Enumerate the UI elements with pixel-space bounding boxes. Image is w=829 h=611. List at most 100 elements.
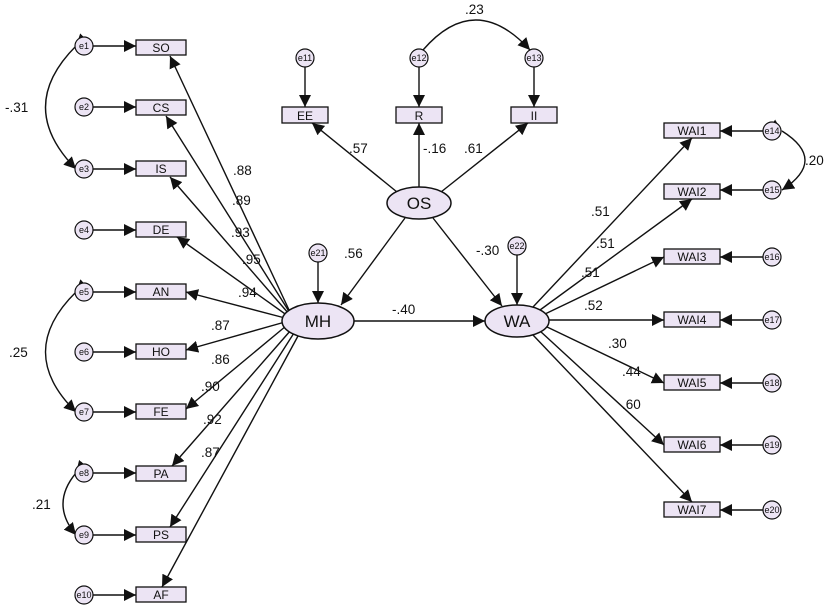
error-e14-label: e14	[764, 126, 779, 136]
error-e11: e11	[295, 48, 315, 68]
error-e4-label: e4	[79, 225, 89, 235]
indicator-wai1: WAI1	[663, 122, 721, 139]
covariance-arc-e12-e13	[410, 19, 531, 63]
path-arrow-os-mh	[340, 217, 406, 306]
error-e19: e19	[762, 435, 782, 455]
error-e8-label: e8	[79, 468, 89, 478]
latent-os: OS	[386, 186, 452, 220]
indicator-r: R	[395, 106, 443, 124]
error-e13: e13	[524, 48, 544, 68]
error-e1: e1	[74, 36, 94, 56]
coef-wa-wai6: .44	[622, 364, 641, 379]
error-e2-label: e2	[79, 102, 89, 112]
coef-mh-de: .95	[242, 252, 261, 267]
indicator-wai1-label: WAI1	[678, 124, 707, 138]
path-arrow-wa-wai7	[532, 334, 693, 503]
path-arrow-mh-de	[176, 236, 289, 317]
cov-e14-e15: .20	[805, 153, 824, 168]
diagram-nodes: OS MH WA SO CS IS DE AN	[74, 36, 782, 605]
path-arrow-os-wa	[432, 217, 503, 307]
indicator-an: AN	[135, 283, 187, 300]
cov-e1-e3: -.31	[5, 100, 28, 115]
error-e5-label: e5	[79, 287, 89, 297]
path-arrows	[93, 40, 763, 601]
error-e17-label: e17	[764, 315, 779, 325]
indicator-wai4: WAI4	[663, 311, 721, 328]
coef-wa-wai3: .51	[581, 265, 600, 280]
error-e2: e2	[74, 97, 94, 117]
coef-os-wa: -.30	[476, 243, 499, 258]
indicator-wai2-label: WAI2	[678, 185, 707, 199]
coef-wa-wai7: .60	[622, 397, 641, 412]
covariance-arc-e14-e15	[768, 119, 806, 191]
latent-wa: WA	[484, 304, 550, 338]
path-arrow-mh-so	[169, 55, 291, 313]
error-e16-label: e16	[764, 252, 779, 262]
coef-mh-wa: -.40	[392, 302, 415, 317]
path-arrow-mh-is	[169, 176, 290, 315]
indicator-r-label: R	[415, 109, 424, 123]
covariance-arc-e5-e7	[44, 279, 89, 413]
indicator-de-label: DE	[153, 223, 170, 237]
indicator-wai5: WAI5	[663, 374, 721, 391]
path-arrow-os-ii	[440, 122, 529, 193]
error-e12: e12	[409, 48, 429, 68]
latent-wa-label: WA	[504, 312, 531, 331]
path-arrow-mh-an	[185, 289, 286, 319]
coef-mh-pa: .90	[201, 379, 220, 394]
covariance-arcs	[44, 19, 806, 536]
coef-mh-af: .87	[201, 445, 220, 460]
indicator-wai4-label: WAI4	[678, 313, 707, 327]
error-e14: e14	[762, 121, 782, 141]
error-e7-label: e7	[79, 407, 89, 417]
error-e9: e9	[74, 525, 94, 545]
coef-mh-fe: .86	[211, 352, 230, 367]
cov-e12-e13: .23	[465, 2, 484, 17]
indicator-ii-label: II	[531, 109, 538, 123]
indicator-cs-label: CS	[153, 101, 170, 115]
path-arrow-wa-wai3	[544, 256, 665, 315]
error-e18: e18	[762, 373, 782, 393]
error-e21: e21	[308, 243, 328, 263]
covariance-arc-e1-e3	[44, 33, 89, 170]
error-e1-label: e1	[79, 41, 89, 51]
error-e22-label: e22	[509, 241, 524, 251]
coef-wa-wai2: .51	[596, 236, 615, 251]
error-e15: e15	[762, 180, 782, 200]
coef-mh-cs: .89	[232, 193, 251, 208]
indicator-ps: PS	[135, 526, 187, 543]
path-arrow-mh-fe	[185, 325, 287, 410]
error-e8: e8	[74, 463, 94, 483]
coefficient-labels: .88 .89 .93 .95 .94 .87 .86 .90 .92 .87 …	[5, 2, 824, 512]
path-arrow-wa-wai5	[544, 325, 665, 384]
indicator-fe: FE	[135, 403, 187, 420]
indicator-wai7: WAI7	[663, 501, 721, 518]
indicator-de: DE	[135, 221, 187, 238]
coef-wa-wai5: .30	[608, 336, 627, 351]
coef-mh-an: .94	[238, 285, 257, 300]
indicator-ee: EE	[281, 106, 329, 124]
indicator-an-label: AN	[153, 285, 170, 299]
latent-mh: MH	[281, 302, 355, 340]
error-e3-label: e3	[79, 164, 89, 174]
indicator-wai5-label: WAI5	[678, 376, 707, 390]
error-e10-label: e10	[76, 590, 91, 600]
indicator-so: SO	[135, 39, 187, 56]
error-e6: e6	[74, 342, 94, 362]
indicator-pa-label: PA	[153, 467, 168, 481]
indicator-so-label: SO	[152, 41, 169, 55]
coef-os-r: -.16	[423, 141, 446, 156]
indicator-pa: PA	[135, 465, 187, 482]
coef-mh-ho: .87	[211, 318, 230, 333]
error-e17: e17	[762, 310, 782, 330]
coef-wa-wai1: .51	[591, 204, 610, 219]
cov-e8-e9: .21	[32, 497, 51, 512]
indicator-wai7-label: WAI7	[678, 503, 707, 517]
coef-os-ee: .57	[349, 141, 368, 156]
indicator-wai3-label: WAI3	[678, 250, 707, 264]
error-e12-label: e12	[411, 53, 426, 63]
indicator-ee-label: EE	[297, 109, 313, 123]
indicator-fe-label: FE	[153, 405, 168, 419]
error-e13-label: e13	[526, 53, 541, 63]
error-e9-label: e9	[79, 530, 89, 540]
